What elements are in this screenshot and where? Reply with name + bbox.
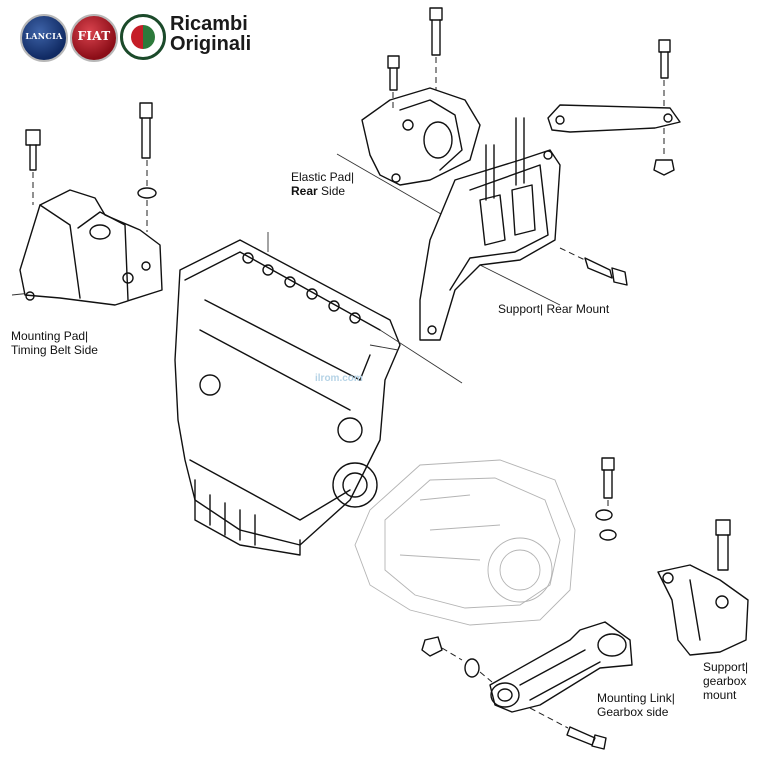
label-mounting-pad-timing-belt: Mounting Pad| Timing Belt Side xyxy=(11,329,98,357)
engine-block xyxy=(174,239,401,556)
label-support-gearbox-mount: Support| gearbox mount xyxy=(703,660,749,702)
brand-title: Ricambi Originali xyxy=(170,14,251,54)
support-rear-mount xyxy=(419,39,681,341)
mounting-pad-timing-belt xyxy=(19,102,163,306)
label-elastic-pad-rear: Elastic Pad| Rear Side xyxy=(291,170,355,198)
leader-lines xyxy=(11,153,561,384)
gearbox-fasteners xyxy=(595,457,617,541)
label-mounting-link-gearbox: Mounting Link| Gearbox side xyxy=(597,691,675,719)
brand-header: LANCIA FIAT Ricambi Originali xyxy=(20,14,270,62)
lancia-logo: LANCIA xyxy=(20,14,68,62)
fiat-logo: FIAT xyxy=(70,14,118,62)
alfa-romeo-logo xyxy=(120,14,166,60)
elastic-pad-rear xyxy=(361,7,481,186)
gearbox-ghost xyxy=(354,459,576,626)
brand-title-line2: Originali xyxy=(170,33,252,55)
mounting-link-gearbox xyxy=(421,621,633,750)
label-support-rear-mount: Support| Rear Mount xyxy=(498,302,610,316)
alfa-cross-half xyxy=(131,25,143,49)
alfa-serpent-half xyxy=(143,25,155,49)
watermark: ilrom.com xyxy=(315,373,363,384)
brand-title-line1: Ricambi xyxy=(170,13,248,35)
support-gearbox-mount xyxy=(657,519,749,656)
